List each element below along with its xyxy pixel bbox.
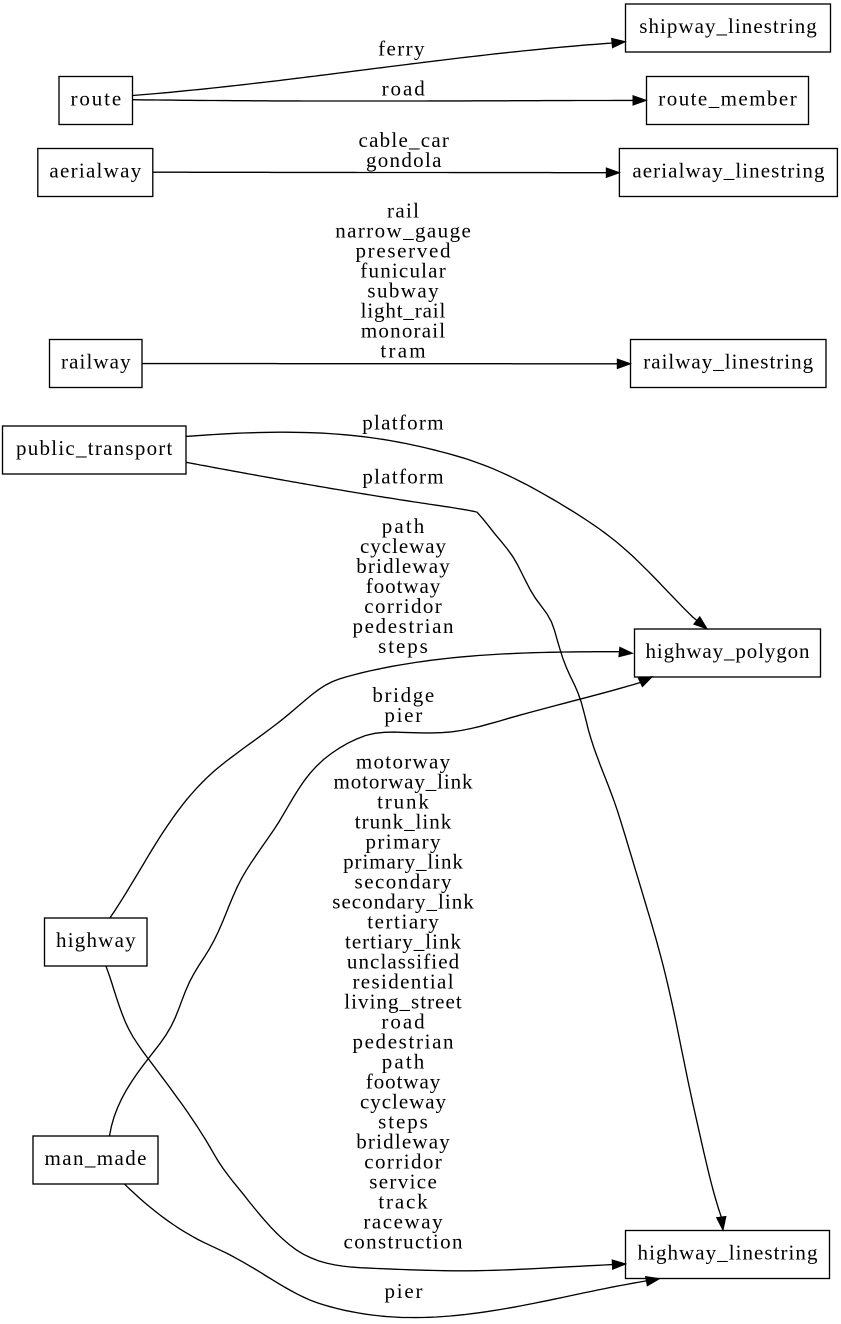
svg-text:pier: pier (385, 1279, 423, 1303)
svg-text:cycleway: cycleway (360, 534, 447, 558)
svg-text:steps: steps (378, 634, 428, 658)
svg-text:highway_linestring: highway_linestring (638, 1240, 818, 1264)
svg-text:construction: construction (344, 1229, 463, 1253)
svg-text:preserved: preserved (356, 239, 452, 263)
svg-text:residential: residential (352, 969, 453, 993)
svg-text:bridleway: bridleway (356, 554, 450, 578)
svg-text:route_member: route_member (658, 86, 796, 110)
svg-text:platform: platform (362, 464, 443, 488)
svg-text:bridge: bridge (372, 683, 434, 707)
svg-text:living_street: living_street (344, 989, 462, 1013)
svg-text:public_transport: public_transport (16, 436, 173, 460)
svg-text:pedestrian: pedestrian (352, 1029, 454, 1053)
svg-text:funicular: funicular (360, 259, 445, 283)
svg-text:cycleway: cycleway (360, 1089, 447, 1113)
svg-text:motorway_link: motorway_link (334, 769, 473, 793)
svg-text:path: path (382, 514, 425, 538)
svg-text:corridor: corridor (364, 594, 442, 618)
svg-text:unclassified: unclassified (347, 949, 460, 973)
svg-text:highway: highway (56, 928, 136, 952)
svg-text:service: service (369, 1169, 437, 1193)
svg-text:tertiary_link: tertiary_link (345, 929, 462, 953)
svg-text:track: track (378, 1189, 428, 1213)
svg-text:rail: rail (387, 199, 419, 223)
svg-text:light_rail: light_rail (361, 299, 446, 323)
svg-text:road: road (382, 77, 426, 101)
svg-text:railway: railway (61, 349, 131, 373)
svg-text:motorway: motorway (356, 749, 451, 773)
svg-text:highway_polygon: highway_polygon (646, 639, 810, 663)
svg-text:bridleway: bridleway (356, 1129, 450, 1153)
svg-text:primary: primary (365, 829, 441, 853)
svg-text:railway_linestring: railway_linestring (643, 349, 813, 373)
svg-text:pier: pier (384, 703, 422, 727)
svg-text:ferry: ferry (378, 37, 425, 61)
svg-text:cable_car: cable_car (359, 128, 449, 152)
svg-text:path: path (382, 1049, 425, 1073)
svg-text:subway: subway (367, 279, 439, 303)
svg-text:corridor: corridor (364, 1149, 442, 1173)
svg-text:primary_link: primary_link (343, 849, 463, 873)
svg-text:secondary_link: secondary_link (332, 889, 474, 913)
svg-text:trunk_link: trunk_link (355, 809, 452, 833)
svg-text:trunk: trunk (377, 789, 429, 813)
svg-text:footway: footway (366, 574, 441, 598)
svg-text:gondola: gondola (366, 148, 442, 172)
svg-text:aerialway_linestring: aerialway_linestring (632, 158, 825, 182)
svg-text:secondary: secondary (355, 869, 452, 893)
svg-text:route: route (70, 86, 121, 110)
svg-text:footway: footway (366, 1069, 441, 1093)
svg-text:pedestrian: pedestrian (352, 614, 454, 638)
svg-text:platform: platform (362, 411, 443, 435)
svg-text:shipway_linestring: shipway_linestring (639, 14, 817, 38)
svg-text:tram: tram (380, 339, 425, 363)
